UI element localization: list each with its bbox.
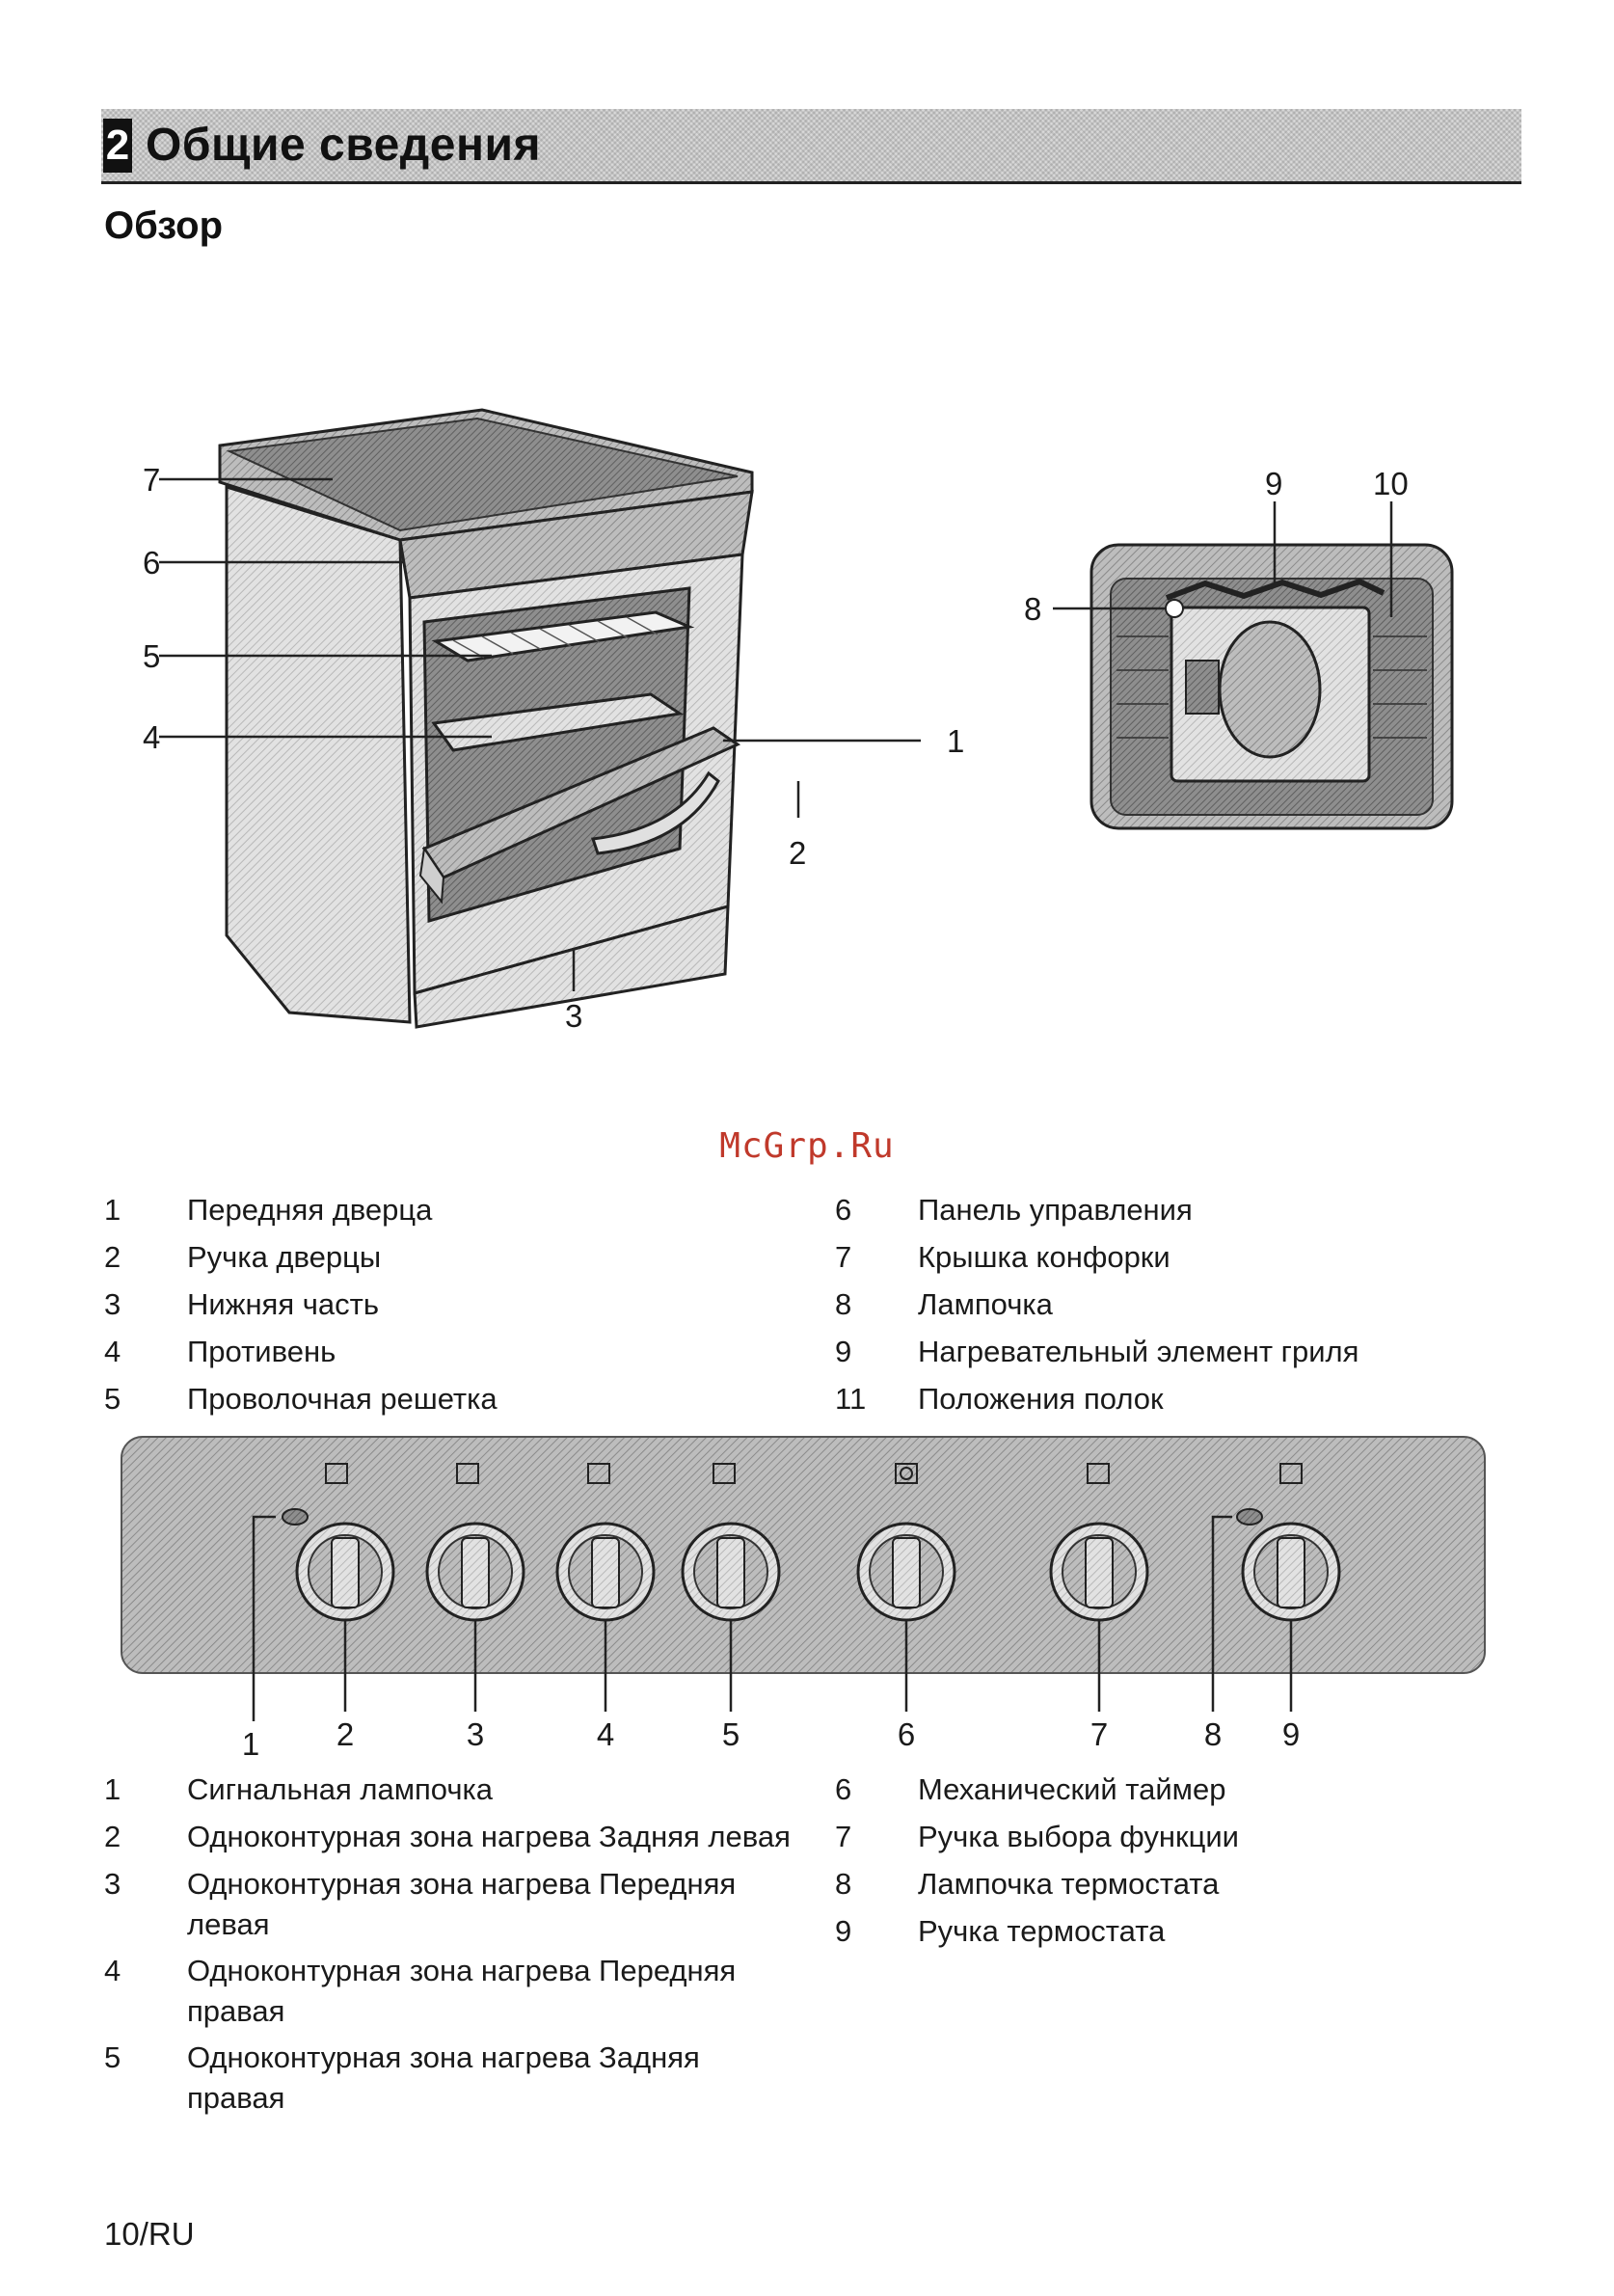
panel-callout-3: 3: [467, 1716, 484, 1752]
oven-interior-detail: 8 9 10: [1024, 466, 1454, 830]
hob-knob-front-right[interactable]: [555, 1463, 656, 1622]
detail-callout-9: 9: [1265, 466, 1282, 501]
fan-vent: [1185, 660, 1220, 715]
function-icon: [1087, 1463, 1110, 1484]
baking-tray: [431, 692, 685, 752]
hob-knob-front-left[interactable]: [425, 1463, 525, 1622]
control-panel-illustration: 1 2 3 4 5 6 7 8 9: [121, 1436, 1486, 1760]
oven-callout-lines: [159, 477, 921, 991]
section-header: 2 Общие сведения: [101, 109, 1521, 184]
panel-callout-9: 9: [1282, 1716, 1300, 1752]
oven-callout-1: 1: [947, 723, 964, 759]
zone-front-right-icon: [587, 1463, 610, 1484]
subsection-title: Обзор: [104, 204, 224, 247]
panel-callout-6: 6: [898, 1716, 915, 1752]
fan-icon: [1218, 620, 1322, 759]
section-number: 2: [103, 119, 132, 173]
oven-callout-4: 4: [143, 719, 160, 755]
section-title: Общие сведения: [146, 120, 541, 171]
zone-front-left-icon: [456, 1463, 479, 1484]
panel-callout-5: 5: [722, 1716, 740, 1752]
door-edge: [418, 846, 445, 905]
shelf-rails: [1116, 635, 1427, 739]
clock-icon: [900, 1467, 913, 1480]
detail-callout-10: 10: [1373, 466, 1409, 501]
lamp-icon: [1165, 599, 1184, 618]
thermostat-knob[interactable]: [1241, 1463, 1341, 1622]
timer-icon: [895, 1463, 918, 1484]
grill-element: [1165, 578, 1385, 601]
thermostat-lamp: [1236, 1508, 1263, 1526]
oven-callout-6: 6: [143, 545, 160, 581]
hob-knob-rear-right[interactable]: [681, 1463, 781, 1622]
oven-side: [225, 484, 412, 1024]
panel-callout-lines: [252, 1515, 1293, 1721]
oven-bottom: [413, 905, 730, 1029]
thermostat-icon: [1279, 1463, 1303, 1484]
panel-callout-2: 2: [336, 1716, 354, 1752]
zone-rear-left-icon: [325, 1463, 348, 1484]
oven-callout-5: 5: [143, 638, 160, 674]
detail-callout-8: 8: [1024, 591, 1041, 627]
zone-rear-right-icon: [713, 1463, 736, 1484]
panel-callout-1: 1: [242, 1726, 259, 1760]
timer-knob[interactable]: [856, 1463, 956, 1622]
panel-callout-8: 8: [1204, 1716, 1222, 1752]
oven-callout-2: 2: [789, 835, 806, 871]
oven-callout-3: 3: [565, 998, 582, 1034]
page-number: 10/RU: [104, 2216, 195, 2252]
panel-callout-4: 4: [597, 1716, 614, 1752]
detail-callout-lines: [1053, 501, 1393, 617]
function-selector-knob[interactable]: [1049, 1463, 1149, 1622]
wire-rack: [431, 610, 695, 662]
cooktop-glass: [226, 417, 739, 532]
oven-illustration: 7 6 5 4 1 2 3: [143, 408, 964, 1034]
door-handle: [590, 770, 720, 855]
hob-knob-rear-left[interactable]: [295, 1463, 395, 1622]
watermark: McGrp.Ru: [719, 1126, 895, 1166]
oven-callout-7: 7: [143, 462, 160, 498]
panel-callout-7: 7: [1090, 1716, 1108, 1752]
signal-lamp: [282, 1508, 309, 1526]
